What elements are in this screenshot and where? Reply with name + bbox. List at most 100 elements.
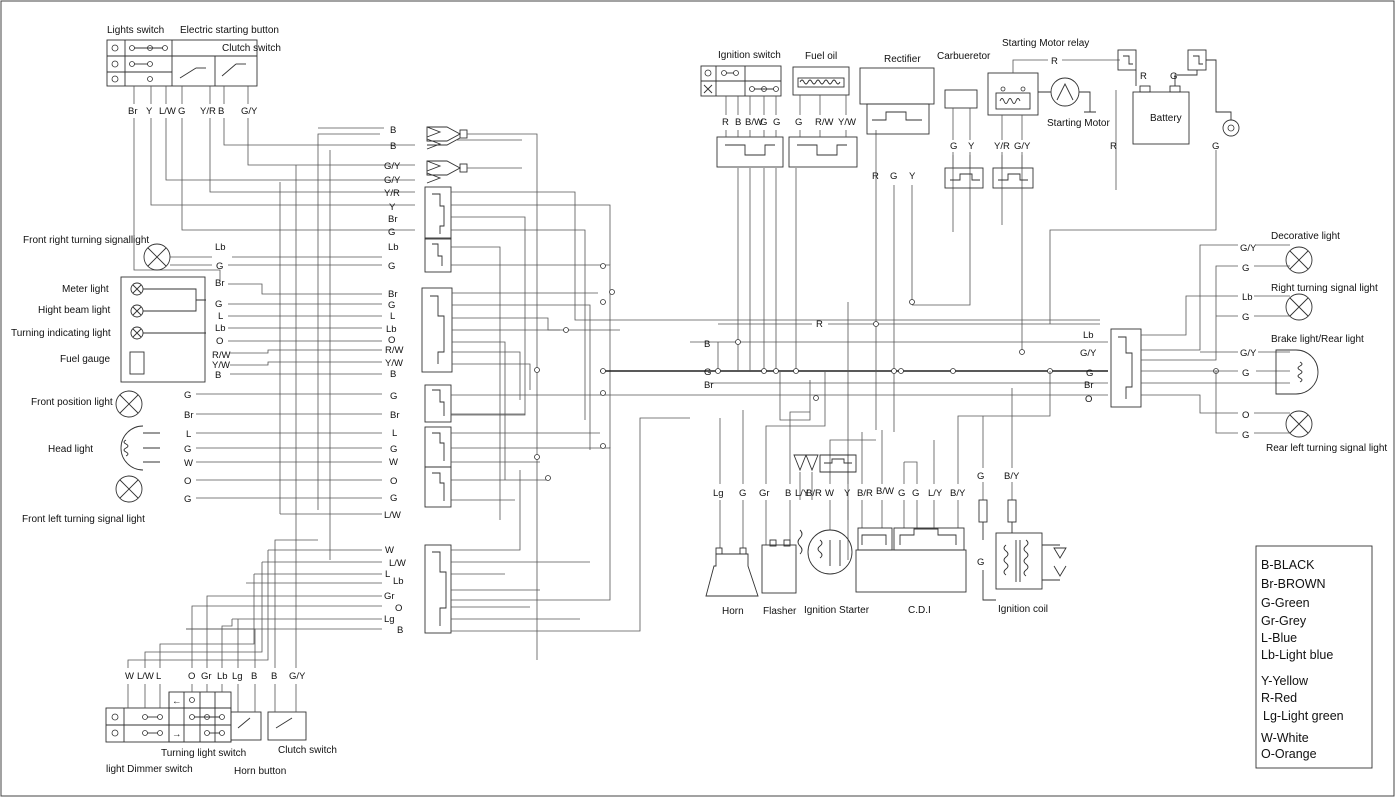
wire-label: G <box>390 493 397 504</box>
legend-item: O-Orange <box>1261 747 1317 761</box>
wire-label: G <box>1212 141 1219 152</box>
front-left-signal-label: Front left turning signal light <box>22 514 145 525</box>
wire-label: B/Y <box>950 488 966 499</box>
wire-label: G <box>1242 430 1249 441</box>
wire-label: Y <box>389 202 396 213</box>
wire-label: G <box>388 227 395 238</box>
connector-arrows <box>426 126 468 184</box>
head-light <box>120 425 160 471</box>
ignition-starter <box>793 454 857 575</box>
wire-label: Gr <box>384 591 395 602</box>
wire-label: L/Y <box>928 488 943 499</box>
wire-label: Lb <box>215 242 226 253</box>
wire-label: G <box>184 494 191 505</box>
wire-label: G/Y <box>289 671 306 682</box>
legend-item: L-Blue <box>1261 631 1297 645</box>
rear-left-signal-label: Rear left turning signal light <box>1266 443 1387 454</box>
light-dimmer-switch: ←→ <box>105 691 307 743</box>
horn <box>705 547 759 597</box>
legend-item: Y-Yellow <box>1261 674 1309 688</box>
wire-label: G <box>216 261 223 272</box>
relay-wires <box>1001 59 1120 168</box>
top-left-wire-labels: Br Y L/W G Y/R B G/Y <box>128 106 258 117</box>
wire-label: Lb <box>1242 292 1253 303</box>
carb-wires <box>952 108 971 168</box>
wire-label: Br <box>388 214 398 225</box>
wire-label: Gr <box>201 671 212 682</box>
wire-label: G <box>890 171 897 182</box>
wire-label: O <box>388 335 395 346</box>
wire-label: B/W <box>876 486 894 497</box>
svg-text:→: → <box>172 729 182 740</box>
legend-item: Gr-Grey <box>1261 614 1307 628</box>
wire-label: G <box>1242 263 1249 274</box>
ignition-coil <box>978 499 1067 601</box>
wire-label: B <box>218 106 224 117</box>
wire-label: L/Y <box>795 488 810 499</box>
wire-label: Lg <box>232 671 243 682</box>
wire-label: B/W <box>745 117 763 128</box>
wire-label: B <box>397 625 403 636</box>
wire-label: Lb <box>388 242 399 253</box>
wire-label: B <box>390 125 396 136</box>
rear-left-turning-signal <box>1285 410 1313 438</box>
wire-label: Y <box>968 141 975 152</box>
legend-item: Lb-Light blue <box>1261 648 1333 662</box>
wire-label: Br <box>388 289 398 300</box>
front-right-turning-signal <box>143 243 171 271</box>
decorative-light <box>1285 246 1313 274</box>
wire-label: Lb <box>215 323 226 334</box>
wire-label: L <box>392 428 397 439</box>
battery <box>1117 49 1240 145</box>
wire-label: B/Y <box>1004 471 1020 482</box>
wire-label: G <box>950 141 957 152</box>
wire-label: L/W <box>389 558 406 569</box>
wire-label: B <box>251 671 257 682</box>
wire-label: W <box>825 488 834 499</box>
clutch-switch-top-label: Clutch switch <box>222 43 281 54</box>
lights-switch <box>106 39 258 87</box>
wire-label: G/Y <box>1240 348 1257 359</box>
cdi-label: C.D.I <box>908 605 931 616</box>
relay-label: Starting Motor relay <box>1002 38 1089 49</box>
wire-label: Y/W <box>385 358 403 369</box>
starting-button-label: Electric starting button <box>180 25 279 36</box>
wire-label: Y/W <box>838 117 856 128</box>
main-harness <box>279 127 1108 660</box>
ignition-switch <box>700 65 784 168</box>
wire-label: B/R <box>806 488 822 499</box>
fuel-oil-label: Fuel oil <box>805 51 837 62</box>
legend-item: W-White <box>1261 731 1309 745</box>
wire-label: L <box>390 311 395 322</box>
wire-label: G <box>773 117 780 128</box>
instrument-cluster <box>120 276 206 383</box>
wire-label: L <box>156 671 161 682</box>
ignition-switch-label: Ignition switch <box>718 50 781 61</box>
top-left-harness <box>133 86 415 281</box>
wire-label: R/W <box>815 117 834 128</box>
wire-label: L <box>186 429 191 440</box>
connector-wire-labels: B B G/Y G/Y Y/R Y Br G Lb G Br G L Lb O … <box>384 125 406 636</box>
right-turning-signal <box>1285 293 1313 321</box>
front-right-signal-label: Front right turning signallight <box>23 235 149 246</box>
wire-label: W <box>184 458 193 469</box>
bottom-left-wire-labels: W L/W L O Gr Lb Lg B B G/Y <box>125 671 306 682</box>
legend-item: B-BLACK <box>1261 558 1315 572</box>
wire-label: G/Y <box>1014 141 1031 152</box>
wire-label: Lg <box>384 614 395 625</box>
wire-label: R <box>872 171 879 182</box>
wire-label: G/Y <box>384 175 401 186</box>
legend-item: Lg-Light green <box>1263 709 1344 723</box>
wire-label: B <box>735 117 741 128</box>
wire-label: G/Y <box>241 106 258 117</box>
wire-label: L <box>218 311 223 322</box>
rear-wire-labels: Lb G/Y G Br O G/Y G Lb G G/Y G O G <box>1080 243 1257 441</box>
wire-label: O <box>390 476 397 487</box>
front-left-turning-signal <box>115 475 143 503</box>
lights-switch-label: Lights switch <box>107 25 164 36</box>
ignition-starter-label: Ignition Starter <box>804 605 870 616</box>
wire-label: G <box>1242 312 1249 323</box>
wire-label: Y/R <box>200 106 216 117</box>
